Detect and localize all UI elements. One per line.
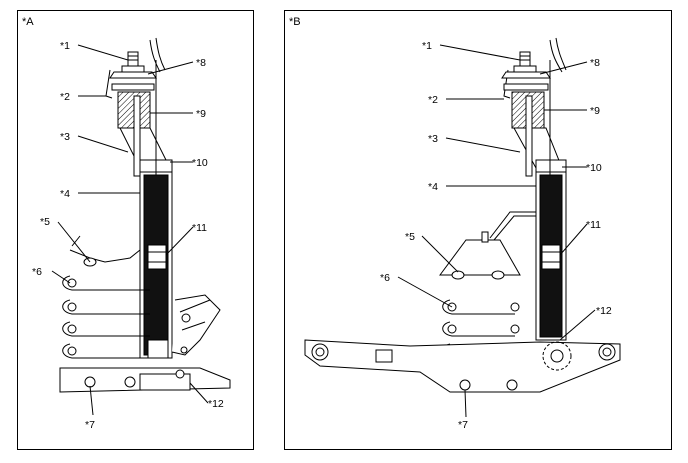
panel-a-callout-1: *1 [60, 40, 70, 52]
panel-a-callout-10: *10 [192, 157, 208, 169]
panel-b-callout-4: *4 [428, 181, 438, 193]
panel-a-callout-12: *12 [208, 398, 224, 410]
panel-a-callout-5: *5 [40, 216, 50, 228]
panel-a-callout-9: *9 [196, 108, 206, 120]
panel-a-callout-7: *7 [85, 419, 95, 431]
panel-b-callout-9: *9 [590, 105, 600, 117]
panel-a-callout-11: *11 [192, 222, 207, 234]
panel-b-callout-7: *7 [458, 419, 468, 431]
panel-a-callout-2: *2 [60, 91, 70, 103]
panel-b-callout-11: *11 [586, 219, 601, 231]
panel-a-callout-3: *3 [60, 131, 70, 143]
panel-a-callout-6: *6 [32, 266, 42, 278]
panel-b-callout-1: *1 [422, 40, 432, 52]
panel-b-callout-12: *12 [596, 305, 612, 317]
panel-b-callout-10: *10 [586, 162, 602, 174]
panel-b-callout-8: *8 [590, 57, 600, 69]
panel-b-callout-6: *6 [380, 272, 390, 284]
panel-a-label: *A [22, 16, 34, 28]
panel-a-callout-8: *8 [196, 57, 206, 69]
panel-a-drawing [51, 37, 231, 416]
panel-b-callout-2: *2 [428, 94, 438, 106]
panel-b-label: *B [289, 16, 301, 28]
panel-b-drawing [304, 37, 621, 418]
panel-b-callout-5: *5 [405, 231, 415, 243]
panel-b-callout-3: *3 [428, 133, 438, 145]
panel-a-callout-4: *4 [60, 188, 70, 200]
